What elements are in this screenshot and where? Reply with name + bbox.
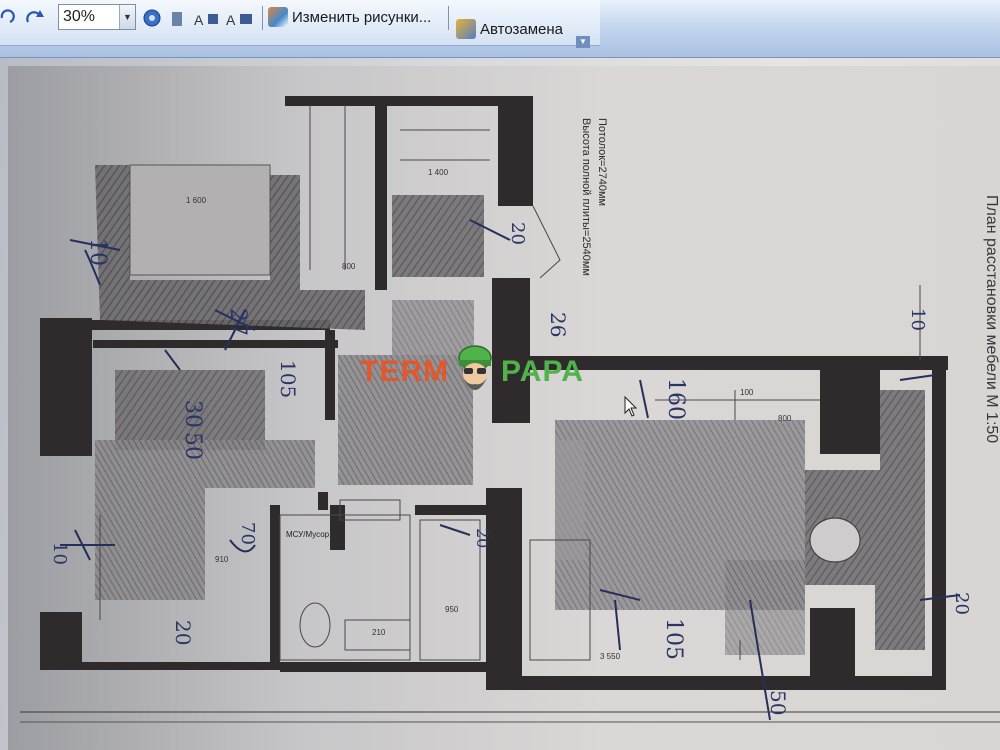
dimension-label: 3 550 xyxy=(600,652,621,661)
autocorrect-button[interactable]: Автозамена xyxy=(456,18,563,40)
toolbar-separator xyxy=(448,6,449,30)
handwritten-number: 10 xyxy=(49,542,70,565)
handwritten-number: 10 xyxy=(85,238,110,266)
termopapa-watermark-logo: TERM PAPA xyxy=(360,342,584,402)
edit-pictures-label: Изменить рисунки... xyxy=(292,8,432,26)
handwritten-number: 70 xyxy=(237,522,258,545)
walls xyxy=(40,96,948,690)
edit-pictures-button[interactable]: Изменить рисунки... xyxy=(268,6,431,28)
handwritten-number: 20 xyxy=(171,620,195,646)
handwritten-number: 105 xyxy=(661,618,686,660)
bathroom-label: МСУ/Мусор xyxy=(286,530,330,539)
undo-redo-icons[interactable] xyxy=(0,6,50,28)
slab-height-note: Высота полной плиты=2540мм xyxy=(580,118,592,276)
handwritten-number: 27 xyxy=(225,308,250,336)
crop-icon xyxy=(172,12,182,26)
dimension-label: 910 xyxy=(215,555,229,564)
mascot-icon xyxy=(458,345,492,390)
furniture xyxy=(95,164,925,655)
dimension-label: 100 xyxy=(740,388,754,397)
undo-icon xyxy=(0,9,15,24)
dimension-label: 800 xyxy=(342,262,356,271)
autocorrect-icon xyxy=(456,19,476,39)
dimension-label: 1 400 xyxy=(428,168,449,177)
handwritten-marks xyxy=(60,219,961,721)
help-icon[interactable] xyxy=(142,8,162,28)
zoom-select[interactable]: 30% ▼ xyxy=(58,4,136,30)
handwritten-number: 26 xyxy=(546,312,570,338)
dimension-label: 800 xyxy=(778,414,792,423)
picture-tools-icons[interactable]: A A xyxy=(170,8,258,32)
handwritten-number: 20 xyxy=(951,592,972,615)
chevron-down-icon[interactable]: ▼ xyxy=(119,5,135,29)
plan-title: План расстановки мебели М 1:50 xyxy=(983,195,1000,444)
dimension-label: 950 xyxy=(445,605,459,614)
handwritten-number: 20 xyxy=(507,222,528,245)
autocorrect-label: Автозамена xyxy=(480,20,564,38)
logo-text-left: TERM xyxy=(360,355,449,388)
handwritten-number: 50 xyxy=(180,432,205,460)
plan-linework xyxy=(99,105,921,661)
handwritten-number: 160 xyxy=(663,378,688,420)
dimension-label: 1 600 xyxy=(186,196,207,205)
toolbar-options-chevron-icon[interactable]: ▼ xyxy=(576,36,590,48)
zoom-value: 30% xyxy=(63,8,96,25)
handwritten-number: 30 xyxy=(180,400,205,428)
handwritten-number: 50 xyxy=(766,690,790,716)
logo-text-right: PAPA xyxy=(501,355,584,388)
handwritten-number: 10 xyxy=(907,308,928,331)
app-toolbar: 30% ▼ A A Изменить рисунки... Автозамена… xyxy=(0,0,1000,58)
dimension-label: 210 xyxy=(372,628,386,637)
contrast-icon: A xyxy=(194,12,204,28)
ceiling-height-note: Потолок=2740мм xyxy=(596,118,608,207)
handwritten-number: 105 xyxy=(276,360,300,399)
mouse-pointer-icon xyxy=(624,396,638,417)
brightness-icon: A xyxy=(226,12,236,28)
edit-picture-icon xyxy=(268,7,288,27)
handwritten-number: 20 xyxy=(473,528,492,549)
toolbar-separator xyxy=(262,6,263,30)
